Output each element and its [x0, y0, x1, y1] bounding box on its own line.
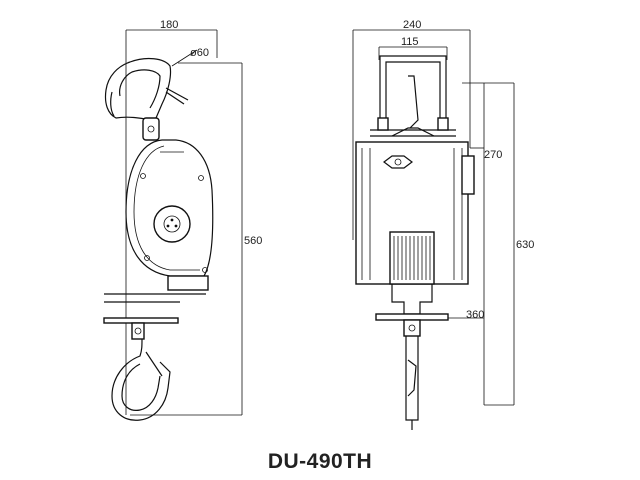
top-handle — [379, 55, 447, 130]
side-view: 180 ø60 560 — [103, 19, 262, 421]
dim-overall-height: 630 — [516, 239, 534, 251]
dim-right-width: 240 — [403, 19, 421, 31]
top-hook — [104, 57, 172, 133]
dim-motor-height: 270 — [484, 149, 502, 161]
rope-drum — [389, 231, 435, 285]
technical-drawing: 180 ø60 560 — [103, 19, 534, 430]
model-label: DU-490TH — [267, 450, 373, 473]
front-hook — [405, 336, 419, 421]
front-view: 240 115 630 270 360 — [352, 19, 534, 430]
dim-left-width: 180 — [160, 19, 178, 31]
dim-hook-diameter: ø60 — [190, 47, 209, 59]
dim-top-width: 115 — [401, 36, 419, 48]
dim-lower-height: 360 — [466, 309, 484, 321]
dim-left-height: 560 — [244, 235, 262, 247]
bottom-hook — [111, 338, 171, 421]
